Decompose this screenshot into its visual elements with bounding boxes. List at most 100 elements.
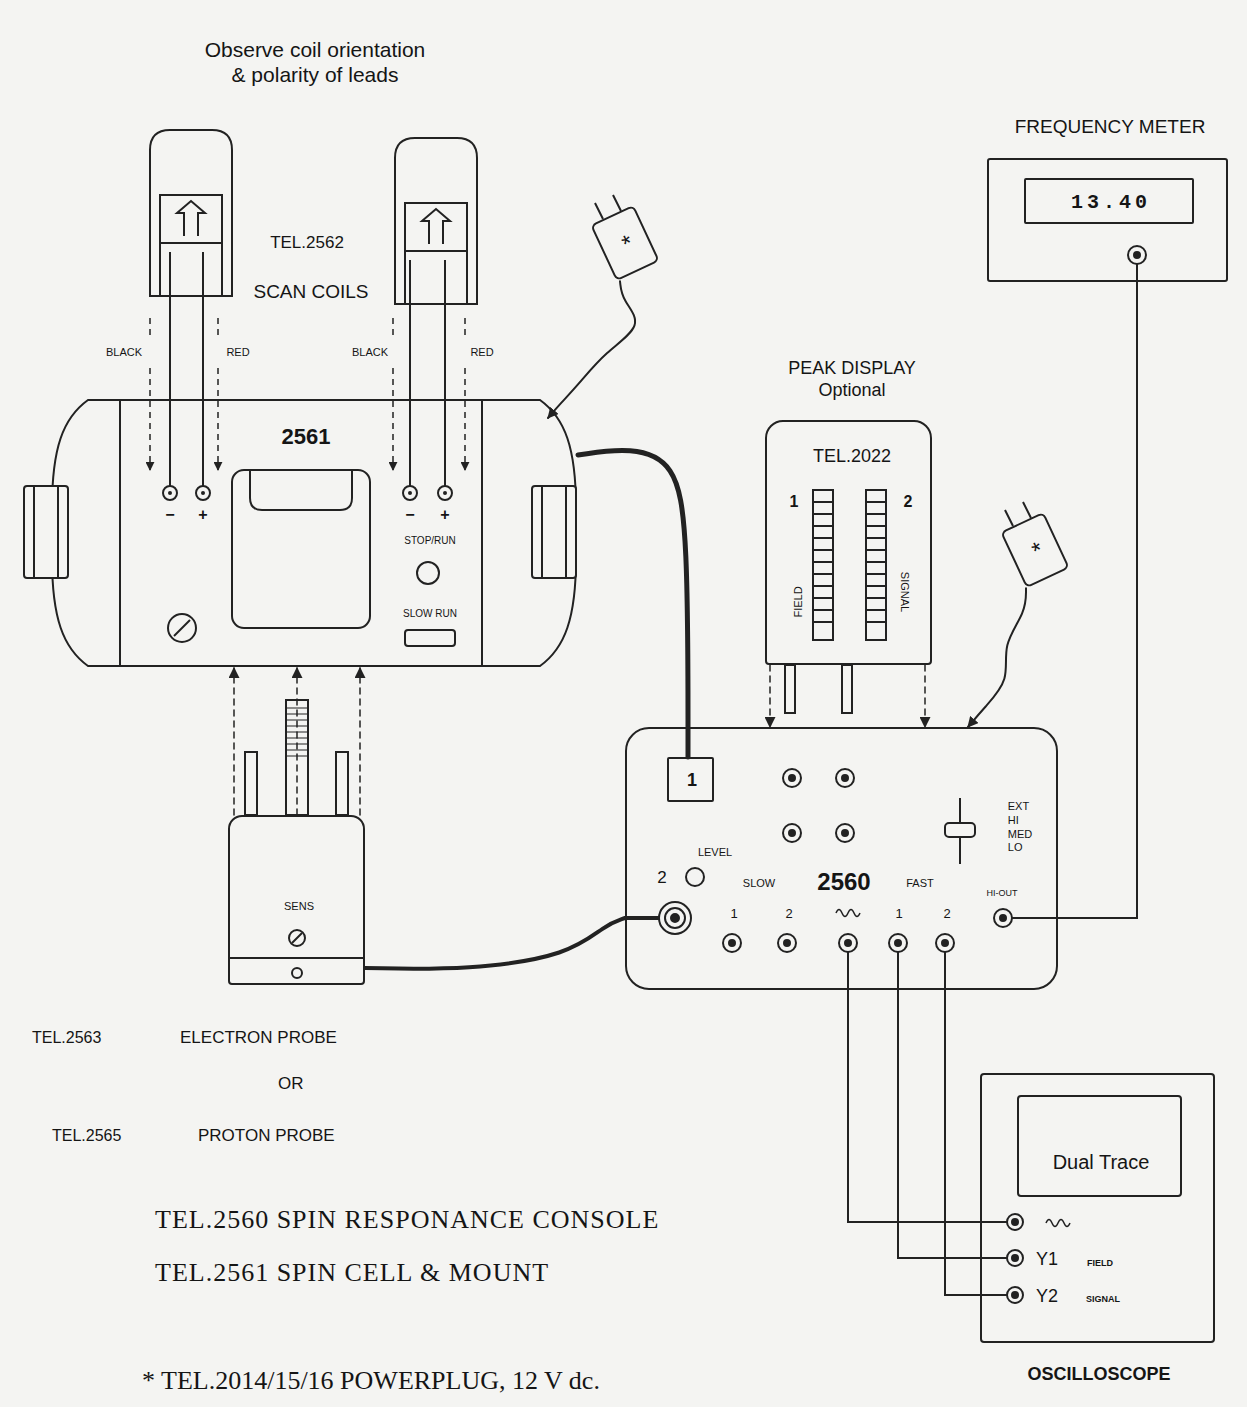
console-controls: [778, 934, 796, 952]
housing-outline: [163, 486, 177, 500]
housing-outline: [168, 491, 172, 495]
input-name: Y2: [1036, 1286, 1058, 1308]
console-controls: [729, 940, 735, 946]
mounting-guide: [924, 665, 926, 727]
parts-list-entry: TEL.2560 SPIN RESPONANCE CONSOLE: [153, 1204, 661, 1235]
scope-terminals: [1012, 1255, 1018, 1261]
console-controls: [723, 934, 741, 952]
probe-parts: [228, 957, 365, 959]
guide-arrow: [217, 368, 219, 470]
footnote-mark: *: [617, 229, 638, 259]
console-controls: [789, 775, 795, 781]
console-controls: [842, 830, 848, 836]
housing-outline: [250, 470, 352, 510]
peak-display-parts: [813, 490, 833, 640]
spin-cell-mount: 2561−+−+STOP/RUNSLOW RUN: [50, 398, 578, 668]
console-controls: [994, 909, 1012, 927]
housing-outline: [405, 630, 455, 646]
console-controls: [848, 918, 1058, 990]
peak-display-parts: [842, 665, 852, 713]
coil-lead: [170, 252, 445, 486]
housing-outline: [408, 491, 412, 495]
console-controls: [789, 830, 795, 836]
probe-cable: [365, 918, 625, 969]
coil-lead: [170, 252, 445, 486]
control-label: SENS: [284, 900, 314, 913]
scope-terminals: [1012, 1292, 1018, 1298]
power-plug: *: [590, 205, 660, 281]
input-function: FIELD: [1087, 1258, 1113, 1269]
scope-terminals: [1007, 1287, 1023, 1303]
channel-number: 1: [790, 492, 799, 511]
meter-heading: FREQUENCY METER: [1015, 116, 1206, 139]
socket-number: 1: [730, 906, 737, 922]
scan-coil: [395, 138, 477, 304]
housing-outline: [438, 486, 452, 500]
oscilloscope: Dual TraceY1FIELDY2SIGNALOSCILLOSCOPE: [980, 1073, 1215, 1343]
housing-outline: [417, 562, 439, 584]
scope-terminals: [980, 1222, 1007, 1295]
mounting-guide: [296, 668, 298, 815]
signal-wire: [898, 990, 980, 1258]
instruction-note: Observe coil orientation & polarity of l…: [197, 37, 433, 87]
part-name: PROTON PROBE: [196, 1126, 337, 1146]
guide-arrow: [149, 368, 151, 470]
peak-display-parts: [785, 665, 795, 713]
part-number: TEL.2563: [30, 1028, 103, 1047]
console-controls: [836, 910, 860, 917]
console-controls: [889, 934, 907, 952]
input-number: 1: [687, 770, 697, 792]
peak-display-parts: [785, 490, 886, 713]
console-controls: [936, 934, 954, 952]
control-label: STOP/RUN: [404, 535, 456, 547]
power-cable: [548, 281, 635, 418]
housing-outline: [232, 470, 370, 628]
console-controls: [895, 940, 901, 946]
scan-coil: [160, 195, 222, 243]
footnote-mark: *: [1027, 536, 1048, 566]
power-plug: *: [1000, 512, 1070, 588]
lead-colour: BLACK: [104, 346, 144, 359]
scope-terminals: [1046, 1220, 1070, 1227]
plug-prong: [595, 195, 1031, 526]
scope-terminals: [1012, 1219, 1018, 1225]
scan-coil: [150, 130, 232, 296]
console-controls: [836, 769, 854, 787]
control-label: LEVEL: [698, 846, 732, 859]
note: OR: [276, 1074, 306, 1094]
spin-resonance-console: 1EXT HI MED LOLEVEL2SLOW2560FASTHI-OUT12…: [625, 727, 1058, 990]
mounting-guide: [769, 665, 771, 727]
housing-outline: [52, 400, 576, 666]
probe-parts: [336, 752, 348, 815]
scan-coil: [405, 251, 467, 304]
scan-coil: [150, 130, 232, 296]
channel-name: SIGNAL: [897, 572, 910, 612]
model-number: TEL.2022: [813, 446, 891, 468]
socket-number: 2: [785, 906, 792, 922]
control-label: SLOW RUN: [403, 608, 457, 620]
peak-display-parts: [866, 490, 886, 640]
power-cable: [968, 588, 1026, 727]
peak-display: PEAK DISPLAY OptionalTEL.202212FIELDSIGN…: [765, 420, 932, 665]
console-controls: [671, 914, 679, 922]
console-controls: [686, 868, 704, 886]
console-controls: [625, 916, 659, 920]
lead-colour: BLACK: [350, 346, 390, 359]
meter-socket: [1136, 264, 1138, 282]
housing-outline: [443, 491, 447, 495]
input-function: SIGNAL: [1086, 1294, 1120, 1305]
housing-outline: [24, 486, 68, 578]
polarity-mark: +: [198, 505, 207, 524]
meter-socket: [1134, 252, 1140, 258]
part-number: TEL.2565: [50, 1126, 123, 1145]
part-name: SCAN COILS: [251, 281, 370, 304]
parts-list-entry: TEL.2561 SPIN CELL & MOUNT: [153, 1257, 551, 1288]
frequency-reading: 13.40: [1071, 191, 1151, 215]
unit-heading: OSCILLOSCOPE: [1027, 1364, 1170, 1386]
console-controls: [839, 934, 857, 952]
part-number: TEL.2562: [268, 233, 346, 253]
housing-outline: [403, 486, 417, 500]
housing-outline: [532, 486, 576, 578]
